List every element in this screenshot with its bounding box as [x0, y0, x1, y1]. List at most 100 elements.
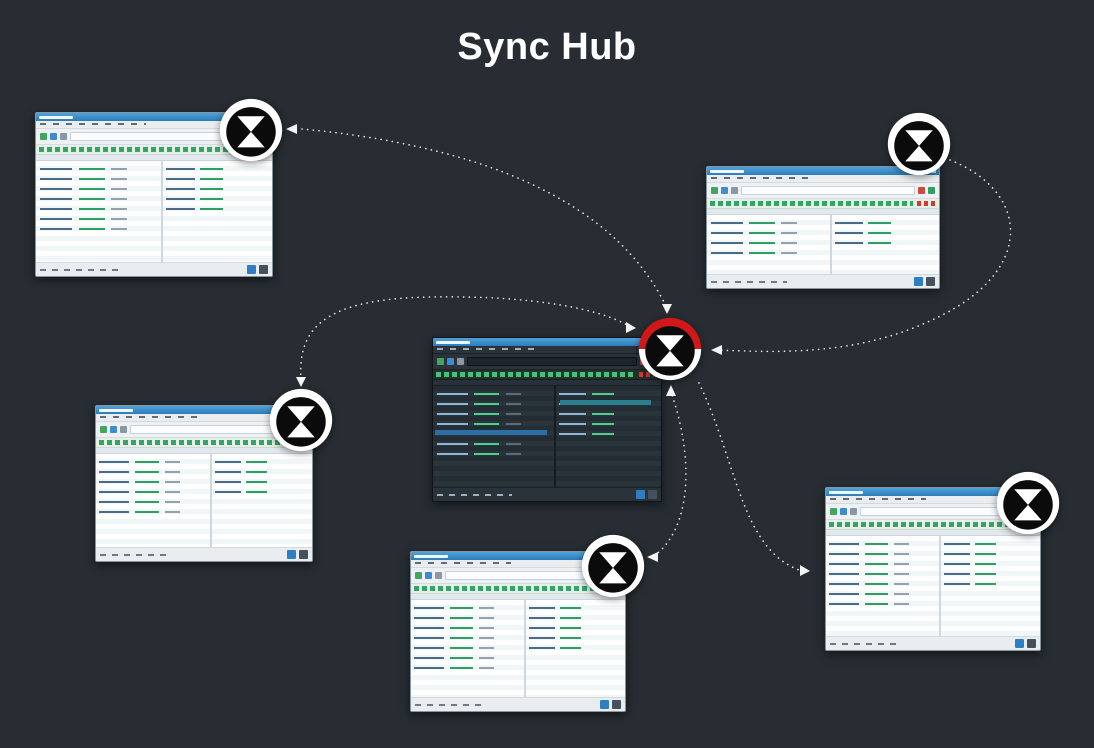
- size-column-green: [246, 458, 268, 501]
- window-title-text: [436, 340, 470, 344]
- date-column: [780, 219, 797, 260]
- view-toggle-button[interactable]: [648, 490, 657, 499]
- filename-column: [99, 458, 130, 522]
- filename-column: [829, 540, 859, 608]
- date-column: [479, 604, 494, 670]
- size-column-green: [474, 390, 500, 459]
- filename-column: [215, 458, 242, 501]
- window-statusbar: [411, 697, 625, 711]
- size-column-green: [591, 390, 614, 437]
- sync-start-button[interactable]: [287, 550, 296, 559]
- folder-path-field[interactable]: [130, 425, 288, 434]
- window-toolbar: [96, 422, 312, 438]
- settings-icon[interactable]: [60, 133, 67, 140]
- compare-icon[interactable]: [100, 426, 107, 433]
- settings-icon[interactable]: [435, 572, 442, 579]
- pane-splitter[interactable]: [939, 536, 942, 636]
- window-title-text: [414, 554, 448, 558]
- file-list-right-pane[interactable]: [832, 215, 939, 274]
- column-header-row: [411, 594, 625, 600]
- settings-icon[interactable]: [120, 426, 127, 433]
- window-statusbar: [96, 547, 312, 561]
- status-text: [711, 280, 788, 283]
- window-toolbar: [433, 354, 661, 370]
- node-badge-top-right[interactable]: [886, 111, 952, 177]
- sync-start-button[interactable]: [636, 490, 645, 499]
- node-badge-bottom-right[interactable]: [995, 470, 1061, 536]
- node-badge-bottom-center[interactable]: [580, 533, 646, 599]
- sync-start-button[interactable]: [600, 700, 609, 709]
- folder-pair-icon[interactable]: [50, 133, 57, 140]
- compare-icon[interactable]: [830, 508, 837, 515]
- arrowhead-into-bottom-right-node: [800, 565, 810, 576]
- folder-pair-icon[interactable]: [840, 508, 847, 515]
- file-list-right-pane[interactable]: [212, 454, 312, 547]
- size-column-green: [200, 165, 223, 212]
- settings-icon[interactable]: [731, 187, 738, 194]
- folder-pair-icon[interactable]: [721, 187, 728, 194]
- size-column-green: [134, 458, 159, 522]
- view-toggle-button[interactable]: [1027, 639, 1036, 648]
- view-toggle-button[interactable]: [612, 700, 621, 709]
- view-toggle-button[interactable]: [259, 265, 268, 274]
- connector-path-top-left: [301, 128, 668, 309]
- status-text: [437, 493, 512, 496]
- sync-window-center[interactable]: [432, 337, 662, 502]
- file-list-left-pane[interactable]: [433, 386, 554, 487]
- compare-icon[interactable]: [437, 358, 444, 365]
- hourglass-logo-icon: [638, 317, 702, 381]
- compare-icon[interactable]: [40, 133, 47, 140]
- sync-start-button[interactable]: [247, 265, 256, 274]
- size-column-green: [559, 604, 581, 649]
- size-column-green: [974, 540, 996, 586]
- status-text: [40, 268, 118, 271]
- pane-splitter[interactable]: [524, 600, 527, 697]
- folder-pair-icon[interactable]: [425, 572, 432, 579]
- filename-column: [166, 165, 195, 212]
- view-toggle-button[interactable]: [926, 277, 935, 286]
- node-badge-mid-left[interactable]: [268, 387, 334, 453]
- arrowhead-into-bottom-center-badge: [647, 552, 658, 562]
- sync-window-top-right[interactable]: [706, 166, 940, 289]
- size-column-green: [449, 604, 474, 670]
- sync-start-button[interactable]: [1015, 639, 1024, 648]
- file-list-left-pane[interactable]: [826, 536, 940, 636]
- pane-splitter[interactable]: [553, 386, 556, 487]
- size-column-green: [864, 540, 889, 608]
- sync-icon[interactable]: [928, 187, 935, 194]
- settings-icon[interactable]: [457, 358, 464, 365]
- pane-splitter[interactable]: [161, 161, 164, 262]
- sync-start-button[interactable]: [914, 277, 923, 286]
- folder-path-field[interactable]: [467, 357, 637, 366]
- folder-pair-icon[interactable]: [447, 358, 454, 365]
- status-text: [830, 642, 901, 645]
- folder-pair-icon[interactable]: [110, 426, 117, 433]
- folder-path-field[interactable]: [860, 507, 1016, 516]
- hourglass-logo-icon: [219, 98, 283, 162]
- folder-path-field[interactable]: [741, 186, 915, 195]
- file-list-left-pane[interactable]: [96, 454, 211, 547]
- file-list-right-pane[interactable]: [941, 536, 1040, 636]
- file-list-right-pane[interactable]: [526, 600, 625, 697]
- connector-path-bottom-right: [698, 382, 800, 571]
- folder-path-field[interactable]: [445, 571, 601, 580]
- pane-splitter[interactable]: [210, 454, 213, 547]
- file-list-right-pane[interactable]: [555, 386, 661, 487]
- settings-icon[interactable]: [850, 508, 857, 515]
- hourglass-logo-icon: [996, 471, 1060, 535]
- window-title-text: [829, 490, 863, 494]
- filter-icon[interactable]: [918, 187, 925, 194]
- file-list-left-pane[interactable]: [707, 215, 831, 274]
- file-list-right-pane[interactable]: [163, 161, 272, 262]
- compare-icon[interactable]: [415, 572, 422, 579]
- hub-badge[interactable]: [637, 316, 703, 382]
- compare-icon[interactable]: [711, 187, 718, 194]
- view-toggle-button[interactable]: [299, 550, 308, 559]
- sync-window-bottom-center[interactable]: [410, 551, 626, 712]
- file-compare-area: [96, 454, 312, 547]
- file-list-left-pane[interactable]: [36, 161, 162, 262]
- file-list-left-pane[interactable]: [411, 600, 525, 697]
- sync-window-mid-left[interactable]: [95, 405, 313, 562]
- node-badge-top-left[interactable]: [218, 97, 284, 163]
